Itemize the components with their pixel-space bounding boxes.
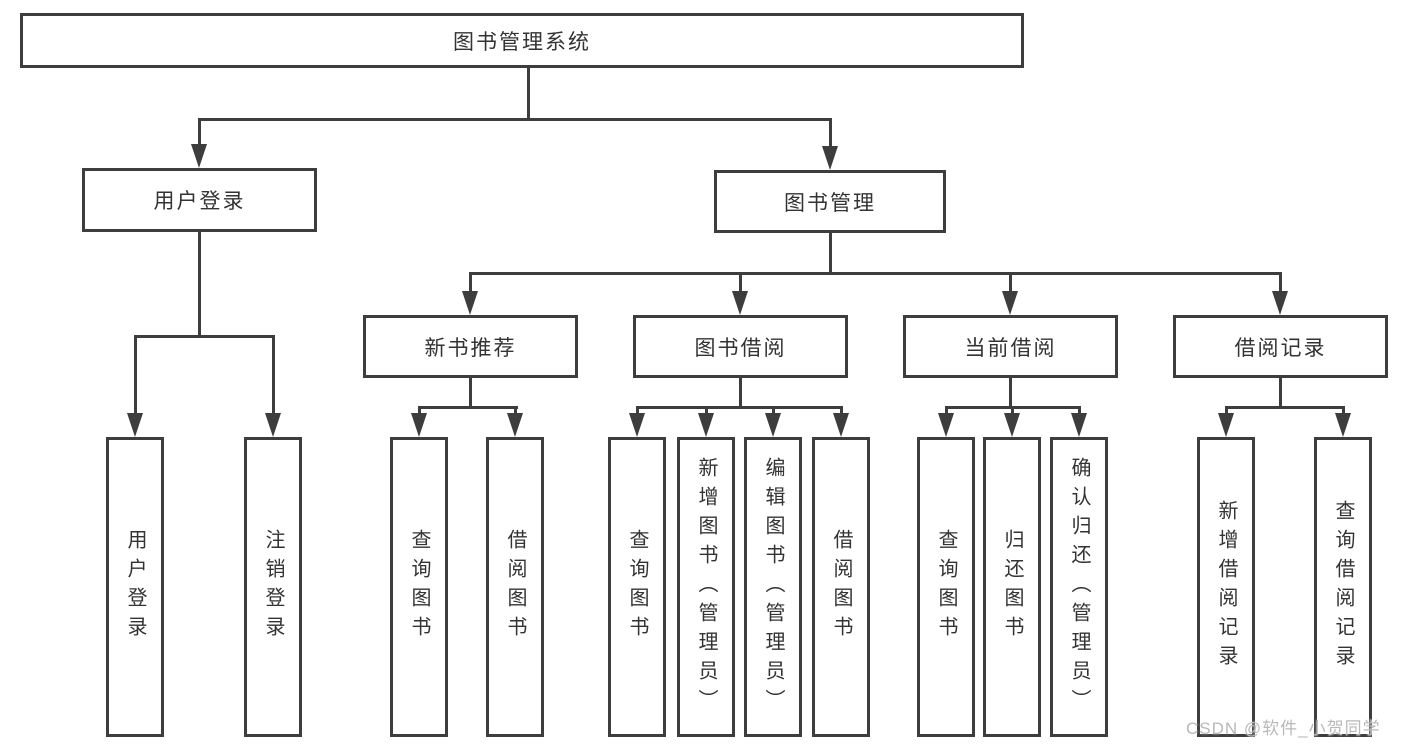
arrow-down-icon	[411, 413, 427, 437]
connector-line	[469, 378, 472, 409]
connector-line	[1342, 406, 1345, 418]
node-label: 新书推荐	[424, 336, 517, 360]
leaf-confirm-return-admin: 确认归还（管理员）	[1050, 437, 1108, 737]
leaf-return-book: 归还图书	[983, 437, 1041, 737]
watermark: CSDN @软件_小贺同学	[1186, 719, 1381, 738]
arrow-down-icon	[191, 144, 207, 168]
arrow-down-icon	[1004, 413, 1020, 437]
arrow-down-icon	[265, 413, 281, 437]
connector-line	[1011, 406, 1014, 418]
connector-line	[636, 406, 843, 409]
node-user-login: 用户登录	[82, 168, 317, 232]
arrow-down-icon	[127, 413, 143, 437]
arrow-down-icon	[765, 413, 781, 437]
arrow-down-icon	[1071, 413, 1087, 437]
leaf-borrow-books-recommend: 借阅图书	[486, 437, 544, 737]
node-label: 用户登录	[124, 529, 146, 645]
connector-line	[272, 335, 275, 417]
node-label: 查询图书	[935, 529, 957, 645]
node-root: 图书管理系统	[20, 13, 1024, 68]
leaf-borrow-books-borrowing: 借阅图书	[812, 437, 870, 737]
arrow-down-icon	[698, 413, 714, 437]
arrow-down-icon	[462, 291, 478, 315]
connector-line	[418, 406, 518, 409]
connector-line	[469, 272, 472, 295]
arrow-down-icon	[822, 146, 838, 170]
arrow-down-icon	[833, 413, 849, 437]
connector-line	[739, 378, 742, 409]
node-label: 查询图书	[408, 529, 430, 645]
node-label: 查询借阅记录	[1332, 500, 1354, 674]
connector-line	[772, 406, 775, 418]
connector-line	[134, 335, 275, 338]
connector-line	[514, 406, 517, 418]
connector-line	[469, 272, 1282, 275]
arrow-down-icon	[507, 413, 523, 437]
node-label: 新增图书（管理员）	[695, 456, 717, 718]
leaf-query-books-current: 查询图书	[917, 437, 975, 737]
node-new-book-recommendation: 新书推荐	[363, 315, 578, 378]
arrow-down-icon	[1218, 413, 1234, 437]
arrow-down-icon	[1002, 291, 1018, 315]
node-label: 注销登录	[262, 529, 284, 645]
node-label: 查询图书	[626, 529, 648, 645]
leaf-add-book-admin: 新增图书（管理员）	[677, 437, 735, 737]
node-label: 图书管理	[784, 191, 876, 215]
connector-line	[829, 233, 832, 275]
connector-line	[1279, 378, 1282, 409]
node-label: 借阅图书	[830, 529, 852, 645]
connector-line	[739, 272, 742, 295]
connector-line	[840, 406, 843, 418]
node-borrowing-records: 借阅记录	[1173, 315, 1388, 378]
connector-line	[1225, 406, 1228, 418]
connector-line	[1009, 378, 1012, 409]
leaf-logout: 注销登录	[244, 437, 302, 737]
arrow-down-icon	[938, 413, 954, 437]
connector-line	[1279, 272, 1282, 295]
node-current-borrowing: 当前借阅	[903, 315, 1118, 378]
connector-line	[418, 406, 421, 418]
leaf-query-books-recommend: 查询图书	[390, 437, 448, 737]
connector-line	[198, 232, 201, 335]
node-label: 借阅记录	[1234, 336, 1327, 360]
arrow-down-icon	[1335, 413, 1351, 437]
connector-line	[134, 335, 137, 417]
leaf-user-login: 用户登录	[106, 437, 164, 737]
leaf-query-books-borrowing: 查询图书	[608, 437, 666, 737]
connector-line	[1009, 272, 1012, 295]
connector-line	[636, 406, 639, 418]
connector-line	[945, 406, 948, 418]
node-label: 归还图书	[1001, 529, 1023, 645]
leaf-query-borrow-record: 查询借阅记录	[1314, 437, 1372, 737]
node-label: 图书借阅	[694, 336, 787, 360]
node-label: 确认归还（管理员）	[1068, 456, 1090, 718]
connector-line	[1225, 406, 1345, 409]
connector-line	[829, 118, 832, 148]
connector-line	[1078, 406, 1081, 418]
node-label: 当前借阅	[964, 336, 1057, 360]
connector-line	[705, 406, 708, 418]
node-book-management: 图书管理	[714, 170, 946, 233]
node-label: 用户登录	[153, 190, 246, 213]
leaf-edit-book-admin: 编辑图书（管理员）	[744, 437, 802, 737]
node-label: 借阅图书	[504, 529, 526, 645]
node-label: 新增借阅记录	[1215, 500, 1237, 674]
node-label: 编辑图书（管理员）	[762, 456, 784, 718]
connector-line	[198, 118, 201, 148]
leaf-add-borrow-record: 新增借阅记录	[1197, 437, 1255, 737]
node-book-borrowing: 图书借阅	[633, 315, 848, 378]
connector-line	[527, 68, 530, 118]
arrow-down-icon	[1272, 291, 1288, 315]
arrow-down-icon	[629, 413, 645, 437]
arrow-down-icon	[732, 291, 748, 315]
connector-line	[198, 118, 832, 121]
node-label: 图书管理系统	[453, 30, 591, 54]
